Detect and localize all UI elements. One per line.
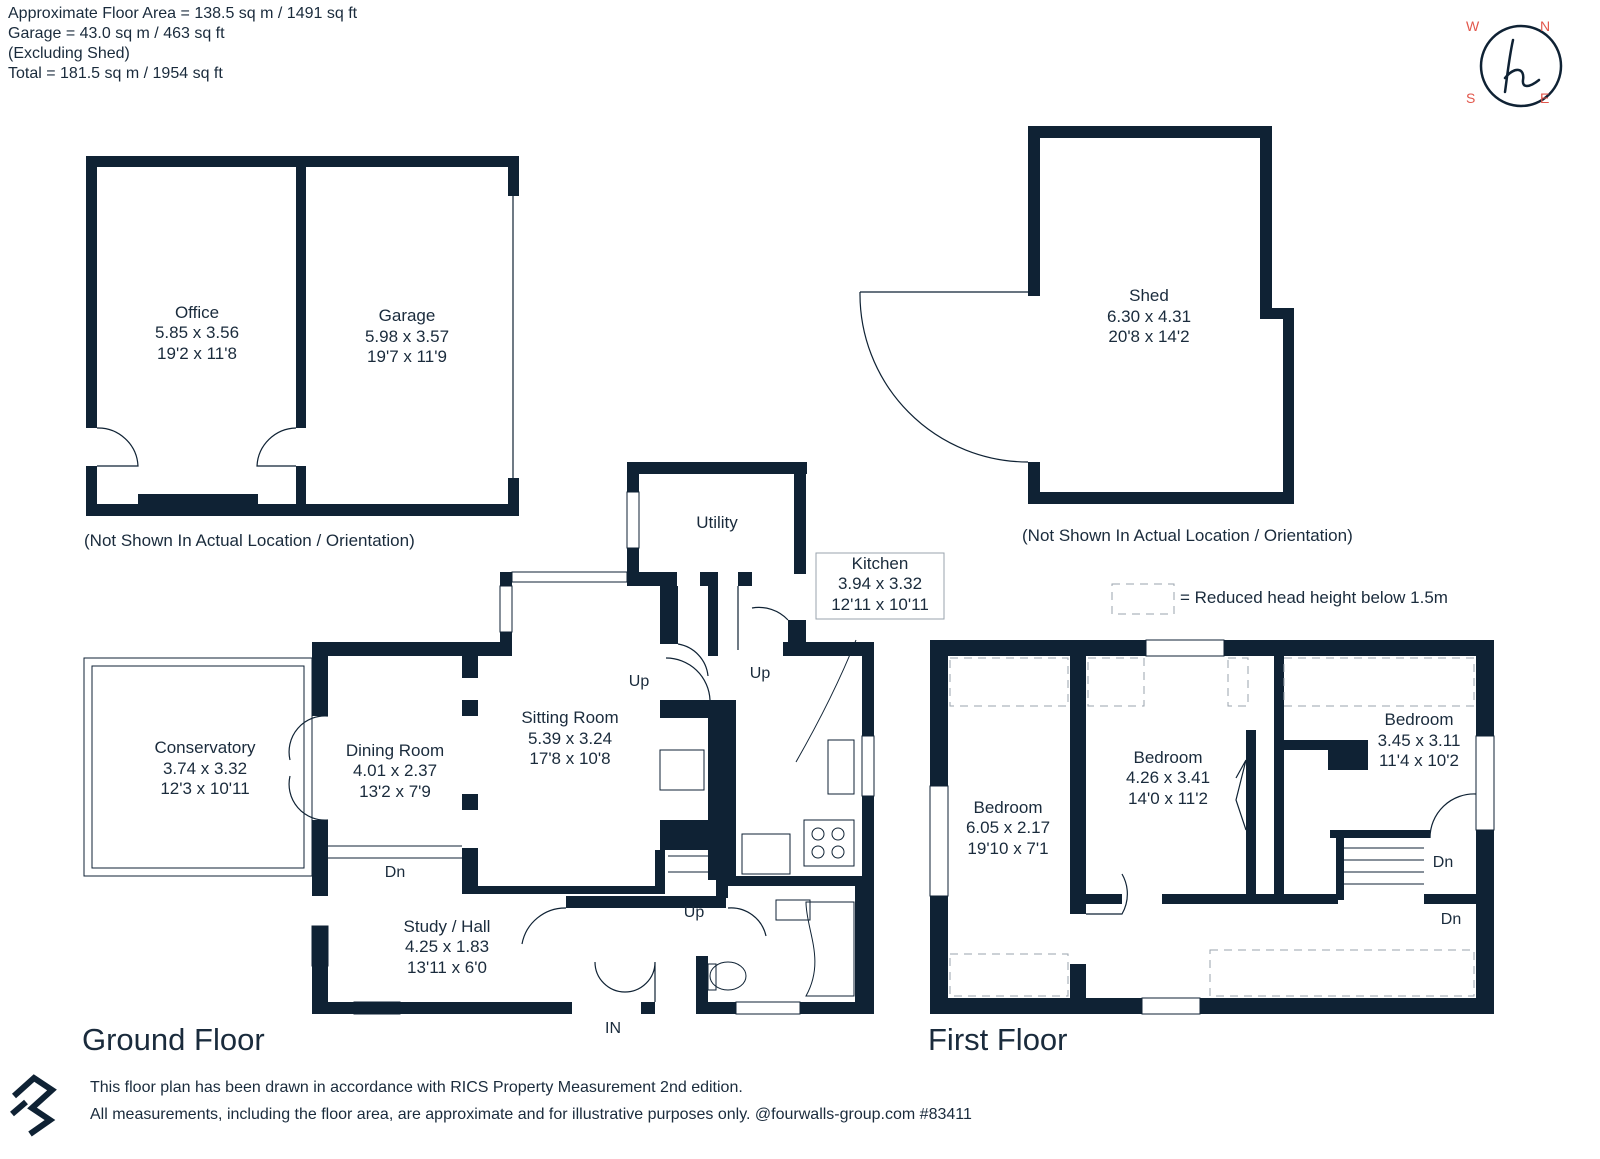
conservatory-imperial: 12'3 x 10'11 (160, 779, 249, 798)
bedroom-middle-name: Bedroom (1134, 748, 1203, 767)
kitchen-leader-line (795, 639, 857, 763)
door-swings (96, 196, 1477, 1002)
area-summary-line: Garage = 43.0 sq m / 463 sq ft (8, 25, 225, 42)
stair-down-label: Dn (1433, 854, 1453, 871)
footer-rics-note: This floor plan has been drawn in accord… (90, 1079, 743, 1096)
shed-imperial: 20'8 x 14'2 (1108, 327, 1189, 346)
fixtures (328, 739, 1424, 997)
conservatory-name: Conservatory (154, 738, 256, 757)
kitchen-label-box (815, 552, 945, 620)
study-hall-metric: 4.25 x 1.83 (405, 937, 489, 956)
footer-disclaimer: All measurements, including the floor ar… (90, 1106, 972, 1123)
stair-up-label: Up (629, 673, 650, 690)
shed-metric: 6.30 x 4.31 (1107, 307, 1191, 326)
conservatory-metric: 3.74 x 3.32 (163, 759, 247, 778)
area-summary-line: Total = 181.5 sq m / 1954 sq ft (8, 65, 223, 82)
compass-north: N (1540, 18, 1551, 34)
bedroom-right-imperial: 11'4 x 10'2 (1379, 751, 1459, 770)
garage-imperial: 19'7 x 11'9 (367, 347, 447, 366)
not-shown-note: (Not Shown In Actual Location / Orientat… (84, 531, 415, 550)
garage-metric: 5.98 x 3.57 (365, 327, 449, 346)
sitting-room-imperial: 17'8 x 10'8 (529, 749, 610, 768)
reduced-height-zones (949, 583, 1475, 997)
bedroom-left-metric: 6.05 x 2.17 (966, 818, 1050, 837)
shed-name: Shed (1129, 286, 1169, 305)
stair-up-label: Up (750, 665, 771, 682)
dining-room-metric: 4.01 x 2.37 (353, 761, 437, 780)
sitting-room-name: Sitting Room (521, 708, 618, 727)
bedroom-left-name: Bedroom (974, 798, 1043, 817)
bedroom-right-metric: 3.45 x 3.11 (1378, 731, 1461, 750)
compass-east: E (1540, 90, 1550, 106)
stair-down-label: Dn (1441, 911, 1461, 928)
kitchen-name: Kitchen (852, 554, 909, 573)
compass-circle-icon (1479, 24, 1563, 108)
area-summary-line: (Excluding Shed) (8, 45, 130, 62)
compass-west: W (1466, 18, 1480, 34)
sitting-room-metric: 5.39 x 3.24 (528, 729, 612, 748)
ground-floor-title: Ground Floor (82, 1022, 265, 1057)
office-name: Office (175, 303, 219, 322)
bedroom-left-imperial: 19'10 x 7'1 (967, 839, 1048, 858)
office-metric: 5.85 x 3.56 (155, 323, 239, 342)
entrance-label: IN (605, 1020, 621, 1037)
compass-south: S (1466, 90, 1476, 106)
stair-up-label: Up (684, 904, 705, 921)
kitchen-imperial: 12'11 x 10'11 (831, 595, 929, 614)
kitchen-metric: 3.94 x 3.32 (838, 574, 922, 593)
bedroom-right-name: Bedroom (1385, 710, 1454, 729)
bedroom-middle-imperial: 14'0 x 11'2 (1128, 789, 1208, 808)
area-summary-line: Approximate Floor Area = 138.5 sq m / 14… (8, 5, 358, 22)
office-imperial: 19'2 x 11'8 (157, 344, 237, 363)
utility-name: Utility (696, 513, 738, 532)
study-hall-imperial: 13'11 x 6'0 (407, 958, 487, 977)
legend-reduced-height: = Reduced head height below 1.5m (1180, 588, 1448, 607)
fourwalls-logo-icon (10, 1074, 57, 1137)
not-shown-note: (Not Shown In Actual Location / Orientat… (1022, 526, 1353, 545)
stair-down-label: Dn (385, 864, 405, 881)
dining-room-name: Dining Room (346, 741, 444, 760)
dining-room-imperial: 13'2 x 7'9 (359, 782, 431, 801)
walls (86, 126, 1494, 1014)
bedroom-middle-metric: 4.26 x 3.41 (1126, 768, 1210, 787)
first-floor-title: First Floor (928, 1022, 1068, 1057)
windows (83, 491, 1495, 1015)
garage-name: Garage (379, 306, 436, 325)
study-hall-name: Study / Hall (404, 917, 491, 936)
